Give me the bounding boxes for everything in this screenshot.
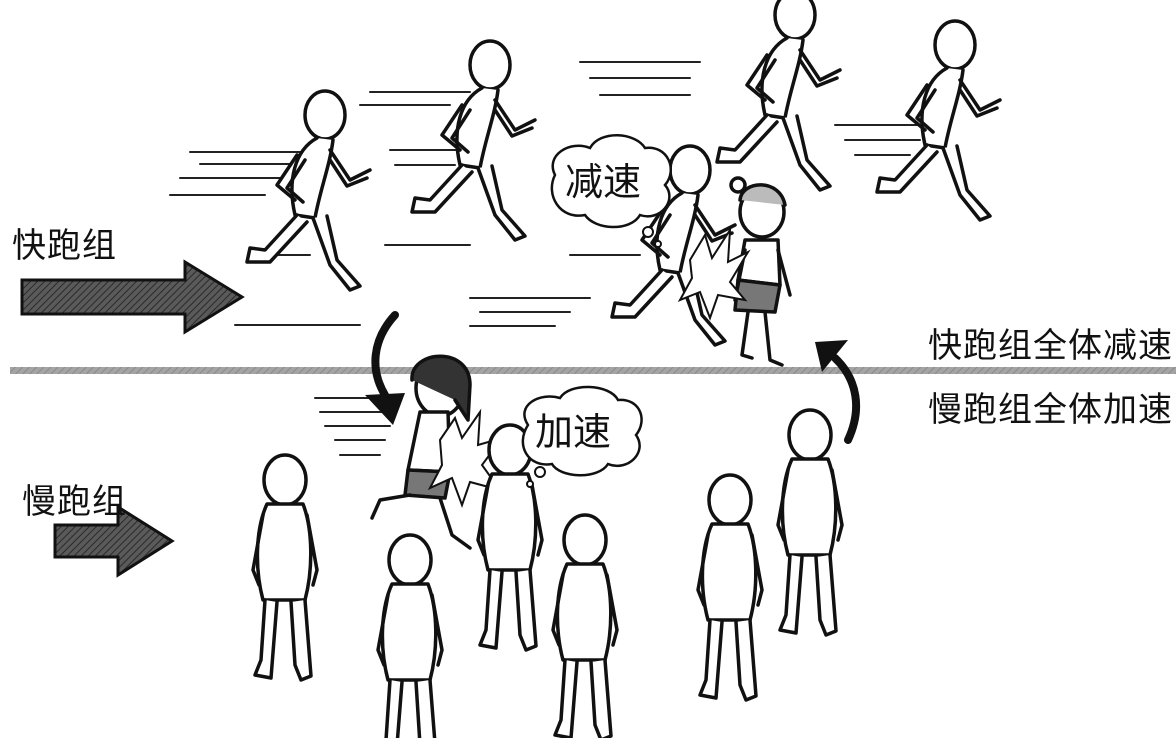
fast-runner-figure <box>245 89 372 292</box>
divider-line <box>10 367 1176 374</box>
fast-runner-figure <box>875 19 1002 222</box>
fast-group-slowdown-label: 快跑组全体减速 <box>928 326 1173 366</box>
slow-walker-figure <box>551 513 619 742</box>
curved-arrow-up-head <box>815 340 848 372</box>
slow-walker-figure <box>376 533 444 742</box>
fast-runner-figure <box>715 0 842 192</box>
slow-group-label: 慢跑组 <box>22 482 127 522</box>
slow-group-arrow <box>53 504 175 578</box>
slow-walker-figure <box>776 408 844 637</box>
slow-down-bubble-text: 减速 <box>565 160 641 204</box>
slow-walker-figure <box>696 473 764 702</box>
speed-up-bubble: 加速 <box>521 385 643 488</box>
girl-speeding-figure <box>370 354 472 550</box>
burst-icon <box>677 226 751 321</box>
fast-runner-figure <box>410 39 537 242</box>
speed-up-bubble-text: 加速 <box>535 410 611 454</box>
curved-arrow-down <box>371 311 399 399</box>
slow-group-speedup-label: 慢跑组全体加速 <box>928 390 1173 430</box>
slow-down-bubble: 减速 <box>550 134 672 248</box>
curved-arrow-up <box>831 354 861 444</box>
slow-walker-figure <box>251 453 319 682</box>
curved-arrow-down-head <box>365 393 405 425</box>
fast-group-arrow <box>20 259 245 335</box>
girl-slowing-figure <box>729 176 792 367</box>
fast-group-label: 快跑组 <box>12 226 117 266</box>
